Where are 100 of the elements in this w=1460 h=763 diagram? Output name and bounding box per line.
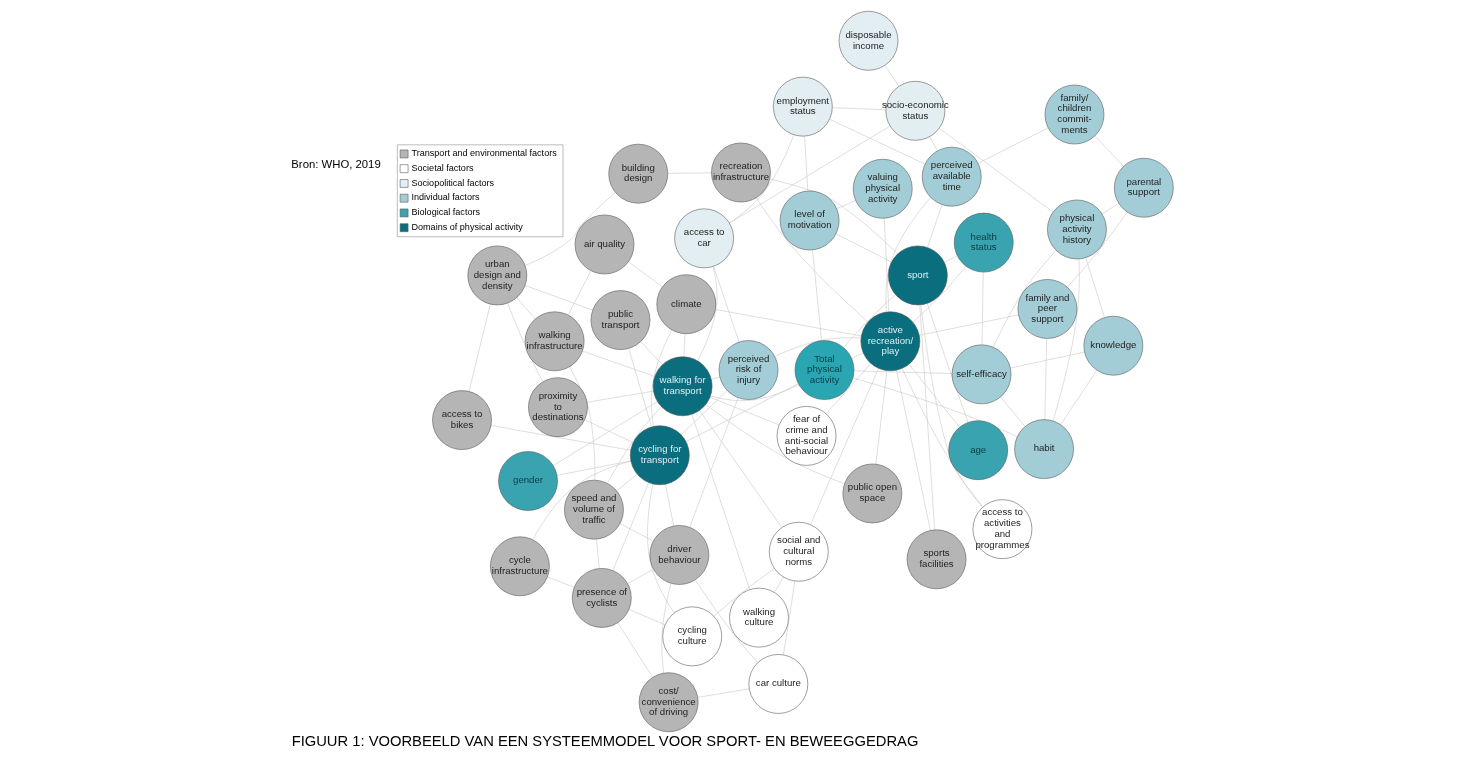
connector (552, 400, 658, 466)
connector (912, 265, 966, 322)
node-circle: parental support (1114, 157, 1174, 218)
connector (468, 303, 491, 392)
connector (774, 576, 784, 593)
legend-label: Transport and environmental factors (411, 147, 557, 158)
node-circle: habit (1014, 418, 1074, 479)
connector (812, 249, 822, 341)
connector (567, 269, 592, 315)
connector (851, 352, 864, 358)
connector (1094, 135, 1124, 166)
connector (582, 350, 656, 377)
connector (709, 396, 780, 425)
legend-label: Biological factors (411, 206, 480, 217)
connector (628, 261, 663, 287)
connector (619, 522, 654, 541)
connector (628, 347, 652, 427)
connector (993, 249, 1057, 347)
connector (829, 118, 926, 164)
connector (661, 582, 672, 673)
connector (628, 608, 666, 625)
connector (691, 413, 750, 590)
node-circle: perceived risk of injury (718, 339, 779, 400)
connector (901, 367, 984, 507)
connector (852, 377, 1018, 437)
node-circle: proximity to destinations (528, 376, 588, 437)
connector (695, 579, 759, 663)
connector (680, 389, 728, 435)
connector (569, 366, 596, 480)
node-circle: walking infrastructure (524, 311, 585, 371)
connector (524, 284, 593, 310)
connector (977, 127, 1049, 164)
node-circle: sport (888, 245, 948, 305)
node-circle: cycling for transport (630, 424, 690, 485)
connector (927, 203, 943, 248)
connector (697, 265, 718, 361)
legend-label: Societal factors (411, 162, 474, 173)
connector (1101, 202, 1119, 214)
node-circle: access to activities and programmes (972, 498, 1033, 559)
connector (835, 233, 892, 262)
node-circle: car culture (748, 653, 809, 714)
connector (908, 363, 960, 427)
connector (640, 340, 663, 365)
connector (883, 217, 890, 312)
node-circle: recreation infrastructure (711, 142, 771, 202)
connector (1085, 256, 1105, 318)
connector (774, 336, 862, 357)
node-circle: presence of cyclists (572, 567, 632, 628)
node-circle: climate (656, 273, 717, 334)
node-circle: health status (953, 212, 1014, 272)
connector (713, 265, 740, 342)
node-circle: physical activity history (1047, 199, 1107, 259)
node-circle: access to car (674, 208, 734, 268)
connector (885, 196, 932, 312)
legend-label: Sociopolitical factors (411, 177, 495, 188)
connector (647, 483, 675, 613)
connector (686, 382, 799, 442)
connector (689, 397, 739, 528)
connector (836, 199, 856, 209)
legend-label: Domains of physical activity (411, 221, 523, 232)
node-circle: access to bikes (432, 389, 492, 450)
connector (612, 481, 649, 571)
connector (584, 419, 634, 443)
connector (699, 409, 783, 528)
node-circle: disposable income (838, 10, 899, 71)
node-circle: active recreation/ play (860, 311, 921, 371)
legend-label: Individual factors (411, 191, 480, 202)
node-circle: public open space (842, 463, 903, 523)
connector (1000, 396, 1026, 427)
node-circle: walking for transport (652, 355, 713, 416)
connector (810, 367, 879, 525)
caption: FIGUUR 1: VOORBEELD VAN EEN SYSTEEMMODEL VOOR SPORT- EN BEWEEGGEDRAG (291, 732, 919, 749)
node-circle: walking culture (729, 587, 789, 647)
connector (926, 302, 969, 423)
node-circle: valuing physical activity (852, 158, 913, 219)
node-circle: building design (608, 143, 669, 203)
connector (826, 362, 872, 414)
connector (524, 191, 616, 266)
connector (556, 460, 632, 476)
node-circle: perceived available time (921, 146, 982, 206)
connector (1010, 351, 1085, 368)
connector (938, 127, 1054, 212)
connector (920, 303, 983, 507)
connector (919, 304, 935, 530)
connector (1052, 258, 1080, 421)
connector (1067, 211, 1128, 287)
connector (729, 134, 795, 223)
connector (783, 580, 795, 655)
label: Bron: WHO, 2019 (291, 157, 381, 170)
connector (490, 424, 631, 450)
connector (875, 370, 888, 464)
connector (769, 178, 898, 254)
connector (607, 406, 662, 484)
node-circle: level of motivation (779, 190, 840, 250)
node-circle: urban design and density (467, 245, 528, 305)
connector (697, 688, 750, 698)
node-circle: driver behaviour (649, 524, 710, 585)
connector (627, 568, 654, 584)
connector (713, 567, 775, 617)
connector (944, 255, 958, 262)
